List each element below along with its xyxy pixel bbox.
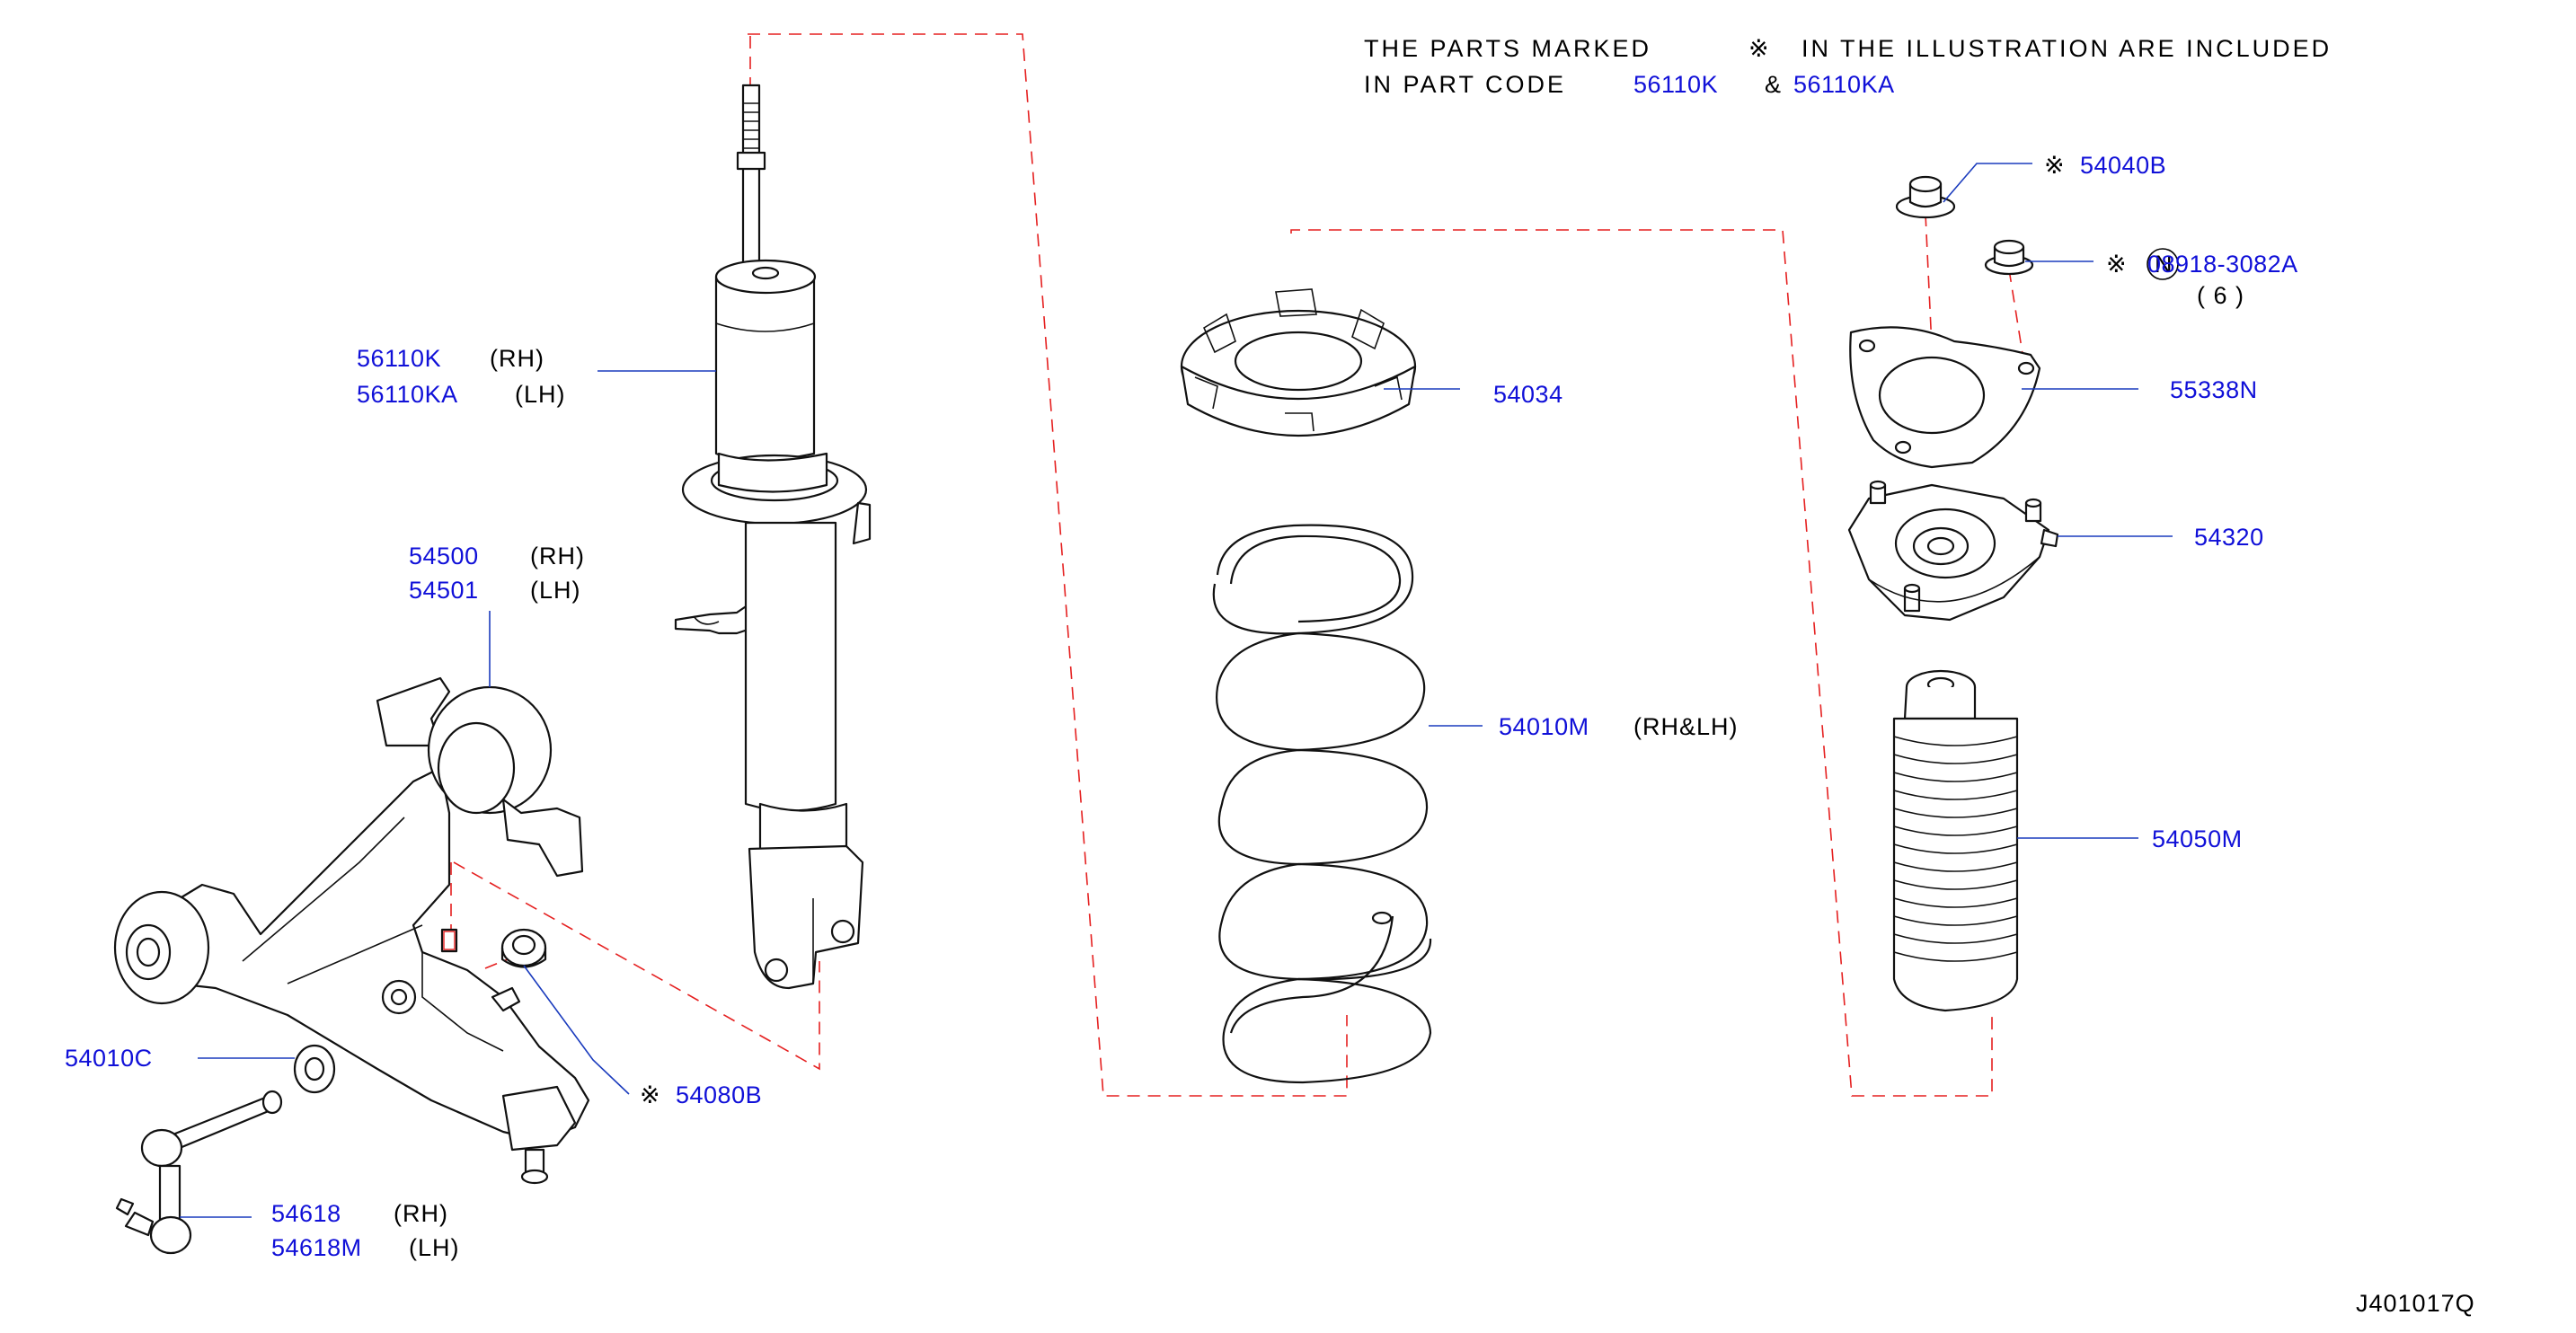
callout-top-nut: ※ 54040B <box>2044 152 2166 179</box>
mount-pn[interactable]: 54320 <box>2194 524 2264 551</box>
callout-bushing: 54010C <box>65 1045 153 1072</box>
strut-mount[interactable] <box>1847 480 2059 622</box>
coil-spring[interactable] <box>1212 524 1432 1084</box>
leader-lines <box>180 163 2173 1218</box>
seat-pn[interactable]: 54034 <box>1493 381 1563 408</box>
top-nut[interactable] <box>1895 175 1956 219</box>
callout-mount: 54320 <box>2194 524 2264 551</box>
note-amp: & <box>1765 71 1782 98</box>
top-nut-pn[interactable]: 54040B <box>2080 152 2166 179</box>
callout-spring: 54010M (RH&LH) <box>1499 713 1739 740</box>
dust-boot[interactable] <box>1892 669 2019 1012</box>
link-pn-lh[interactable]: 54618M <box>271 1234 362 1261</box>
strut-pn-rh[interactable]: 56110K <box>357 345 441 372</box>
callout-arm-nut: ※ 54080B <box>640 1081 762 1108</box>
spring-seat[interactable] <box>1180 288 1417 437</box>
arm-side-lh: (LH) <box>530 577 581 604</box>
plate-pn[interactable]: 55338N <box>2170 376 2258 403</box>
arm-bolt[interactable] <box>440 928 458 953</box>
small-nut-qty: ( 6 ) <box>2197 282 2244 309</box>
callout-arm: 54500 (RH) 54501 (LH) <box>409 543 585 604</box>
note-mark: ※ <box>1748 35 1772 62</box>
bushing-pn[interactable]: 54010C <box>65 1045 153 1072</box>
small-flange-nut[interactable] <box>1984 239 2034 276</box>
parts-note: THE PARTS MARKED ※ IN THE ILLUSTRATION A… <box>1364 35 2332 98</box>
strut-pn-lh[interactable]: 56110KA <box>357 381 458 408</box>
assembly-lines <box>372 33 2024 1097</box>
note-line1-prefix: THE PARTS MARKED <box>1364 35 1651 62</box>
note-code-2[interactable]: 56110KA <box>1793 71 1895 98</box>
strut-plate[interactable] <box>1849 326 2041 469</box>
arm-pn-lh[interactable]: 54501 <box>409 577 479 604</box>
arm-side-rh: (RH) <box>530 543 585 569</box>
spring-side: (RH&LH) <box>1633 713 1739 740</box>
callout-small-nut: ※ N 08918-3082A ( 6 ) <box>2106 248 2298 309</box>
note-line1-suffix: IN THE ILLUSTRATION ARE INCLUDED <box>1801 35 2332 62</box>
n-circle-icon <box>2147 248 2179 280</box>
callout-plate: 55338N <box>2170 376 2258 403</box>
arm-nut-pn[interactable]: 54080B <box>676 1081 762 1108</box>
callout-seat: 54034 <box>1493 381 1563 408</box>
link-side-rh: (RH) <box>394 1200 448 1227</box>
small-nut-circle-letter: N <box>2155 251 2173 278</box>
arm-pn-rh[interactable]: 54500 <box>409 543 479 569</box>
arm-nut-mark: ※ <box>640 1081 661 1108</box>
top-nut-mark: ※ <box>2044 152 2066 179</box>
strut-assembly[interactable] <box>674 84 872 990</box>
strut-side-rh: (RH) <box>490 345 544 372</box>
note-code-1[interactable]: 56110K <box>1633 71 1718 98</box>
small-nut-pn[interactable]: 08918-3082A <box>2147 251 2298 278</box>
small-nut-mark: ※ <box>2106 251 2128 278</box>
diagram-id: J401017Q <box>2356 1290 2475 1317</box>
strut-side-lh: (LH) <box>515 381 566 408</box>
stabilizer-link[interactable] <box>115 1090 283 1255</box>
arm-nut[interactable] <box>500 928 547 968</box>
note-line2-prefix: IN PART CODE <box>1364 71 1566 98</box>
spring-pn[interactable]: 54010M <box>1499 713 1589 740</box>
callout-boot: 54050M <box>2152 825 2243 852</box>
link-pn-rh[interactable]: 54618 <box>271 1200 341 1227</box>
boot-pn[interactable]: 54050M <box>2152 825 2243 852</box>
bushing-washer[interactable] <box>293 1044 336 1094</box>
lower-arm[interactable] <box>113 676 590 1185</box>
callout-link: 54618 (RH) 54618M (LH) <box>271 1200 460 1261</box>
callout-strut: 56110K (RH) 56110KA (LH) <box>357 345 566 408</box>
link-side-lh: (LH) <box>409 1234 460 1261</box>
